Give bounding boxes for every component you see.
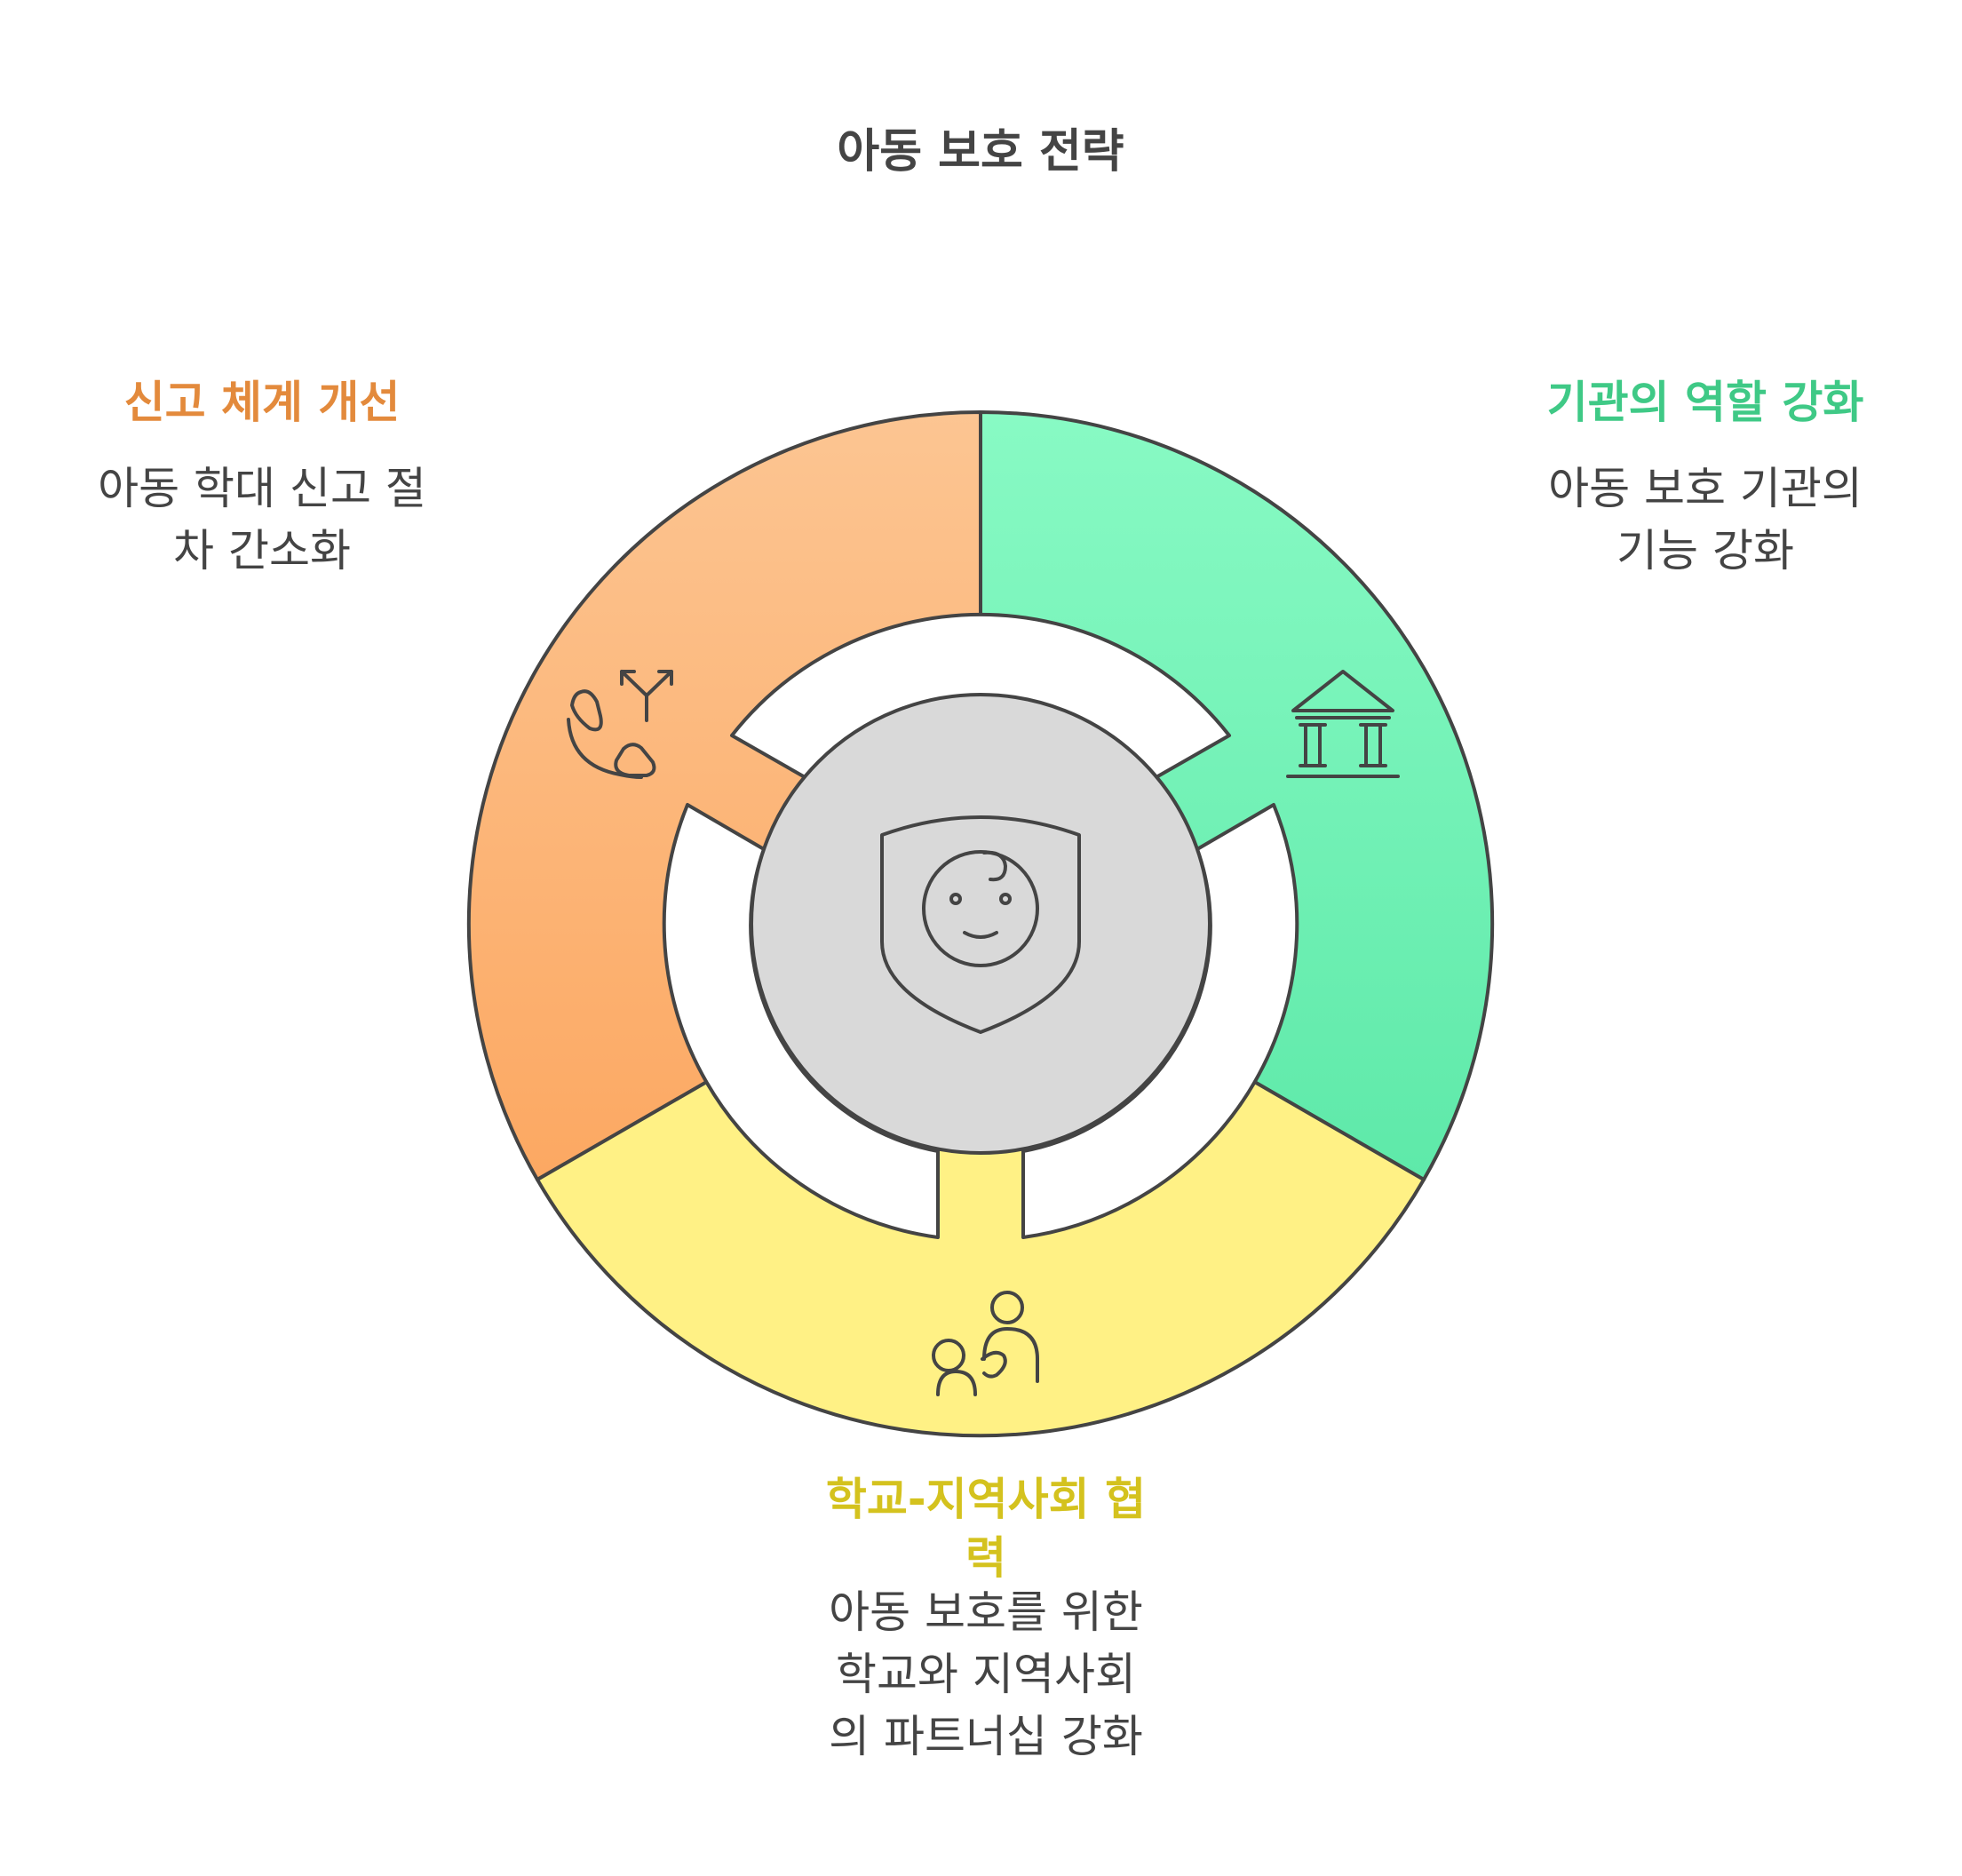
center-circle <box>750 693 1211 1155</box>
child-shield-icon <box>880 815 1081 1034</box>
diagram-title: 아동 보호 전략 <box>837 125 1124 179</box>
route-split-icon <box>567 670 673 779</box>
segment-heading-partnership: 학교-지역사회 협 력 <box>825 1474 1147 1584</box>
segment-description-partnership: 아동 보호를 위한 학교와 지역사회 의 파트너십 강화 <box>829 1586 1143 1762</box>
segment-description-reporting: 아동 학대 신고 절 차 간소화 <box>98 463 426 576</box>
segment-heading-institutions: 기관의 역할 강화 <box>1546 377 1864 428</box>
parent-child-icon <box>932 1291 1039 1396</box>
segment-description-institutions: 아동 보호 기관의 기능 강화 <box>1548 463 1863 576</box>
institution-building-icon <box>1286 670 1400 778</box>
segment-heading-reporting: 신고 체계 개선 <box>123 377 401 428</box>
